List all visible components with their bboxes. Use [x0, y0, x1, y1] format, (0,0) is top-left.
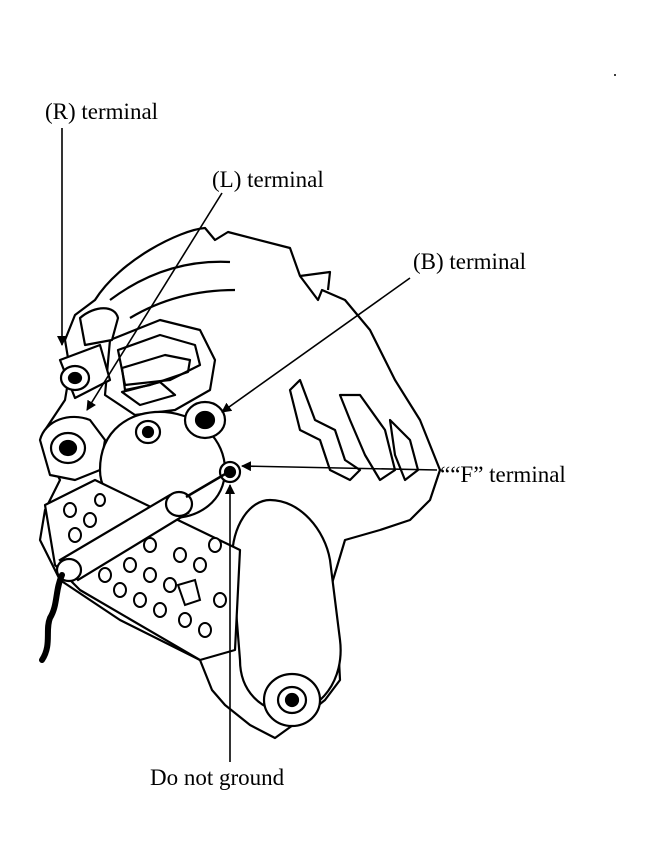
callout-lines — [57, 128, 438, 762]
r-terminal-label: (R) terminal — [45, 99, 159, 124]
leader-b-terminal — [221, 277, 411, 413]
f-terminal-label: ““F” terminal — [440, 462, 566, 487]
l-terminal-label: (L) terminal — [212, 167, 324, 192]
b-terminal-label: (B) terminal — [413, 249, 527, 274]
stray-dot — [614, 74, 616, 76]
probe-wire — [39, 572, 65, 663]
do-not-ground-label: Do not ground — [150, 765, 285, 790]
bracket-holes — [63, 493, 227, 638]
leader-f-terminal — [241, 461, 438, 472]
leader-l-terminal — [86, 192, 223, 411]
alternator-body — [38, 226, 442, 740]
